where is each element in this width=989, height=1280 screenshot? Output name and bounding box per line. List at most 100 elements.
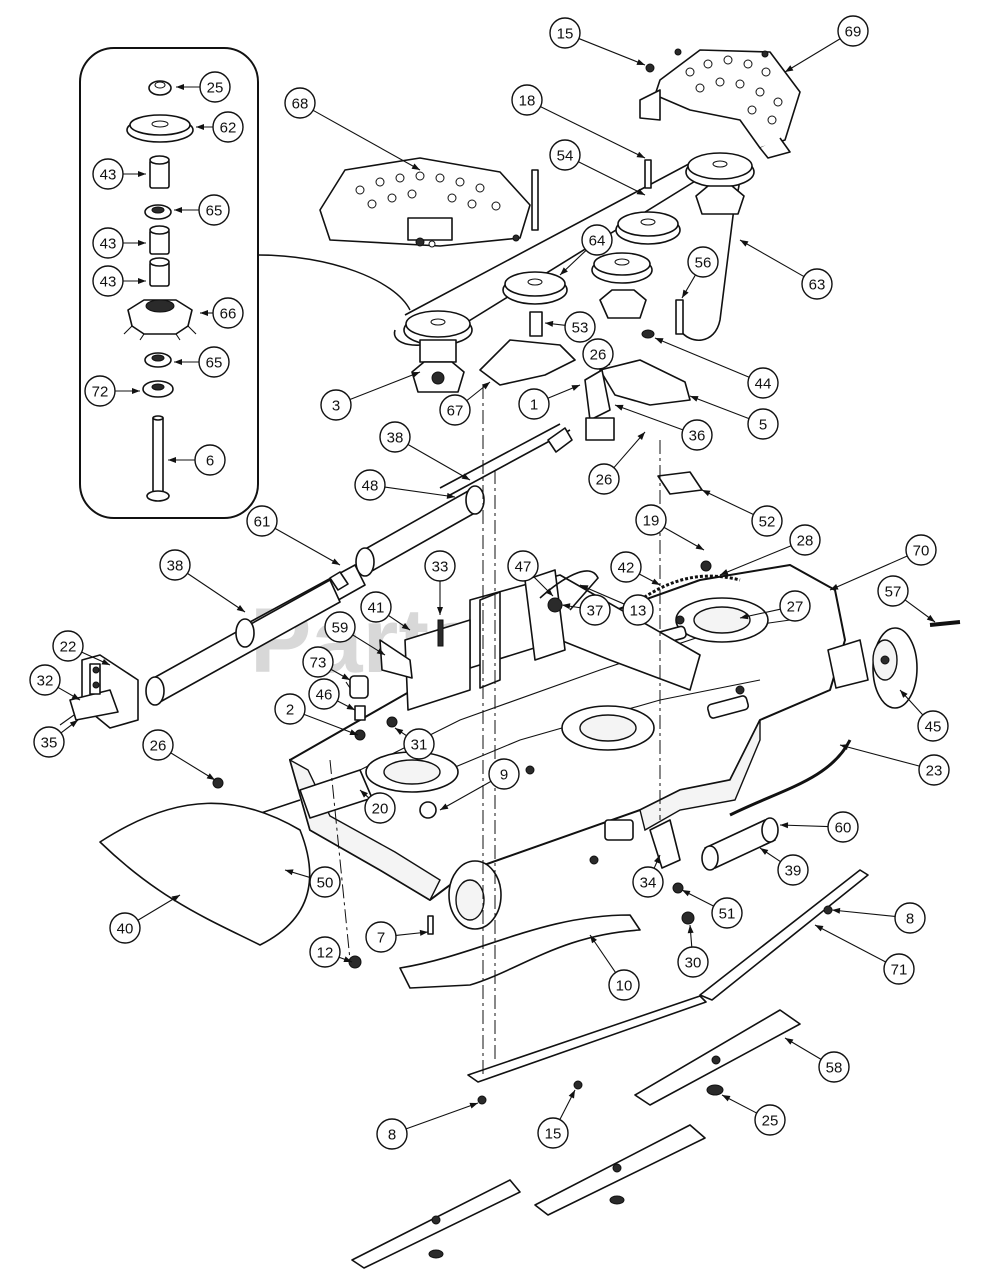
callout-number: 33	[432, 559, 449, 576]
callout-54: 54	[549, 139, 646, 196]
callout-circle	[677, 946, 709, 978]
callout-arrowhead	[349, 729, 358, 735]
callout-number: 18	[519, 93, 536, 110]
callout-number: 57	[885, 584, 902, 601]
callout-number: 71	[891, 962, 908, 979]
callout-number: 1	[530, 397, 538, 414]
callout-circle	[877, 575, 909, 607]
callout-arrowhead	[926, 614, 935, 622]
callout-number: 51	[719, 906, 736, 923]
callout-leader	[384, 486, 456, 498]
callout-8a: 8	[831, 902, 926, 934]
callout-leader	[170, 752, 216, 781]
callout-circle	[894, 902, 926, 934]
callout-8b: 8	[376, 1102, 479, 1150]
callout-circle	[424, 550, 456, 582]
callout-arrowhead	[785, 65, 794, 72]
callout-arrowhead	[545, 588, 553, 596]
callout-circle	[747, 367, 779, 399]
callout-circle	[109, 912, 141, 944]
callout-number: 48	[362, 478, 379, 495]
callout-43c: 43	[92, 265, 146, 297]
callout-leader	[578, 161, 646, 196]
callout-circle	[198, 194, 230, 226]
bolt-15b	[573, 1080, 583, 1090]
callout-70: 70	[829, 534, 937, 591]
callout-26a: 26	[582, 338, 614, 370]
callout-64: 64	[559, 224, 613, 276]
callout-arrowhead	[461, 473, 470, 480]
bolt-18-left	[531, 169, 539, 231]
spring-33	[437, 619, 444, 647]
blade-58-left	[351, 1179, 521, 1269]
callout-arrowhead	[636, 59, 645, 65]
callout-circle	[142, 729, 174, 761]
callout-number: 53	[572, 320, 589, 337]
belt-cover-right-69	[639, 48, 801, 159]
callout-number: 15	[557, 26, 574, 43]
callout-circle	[518, 388, 550, 420]
callout-circle	[681, 419, 713, 451]
callout-number: 63	[809, 277, 826, 294]
callout-number: 50	[317, 875, 334, 892]
callout-19: 19	[635, 504, 705, 551]
callout-circle	[610, 551, 642, 583]
callout-arrowhead	[176, 84, 184, 90]
callout-56: 56	[681, 246, 719, 299]
callout-number: 38	[387, 430, 404, 447]
callout-43a: 43	[92, 158, 146, 190]
nut-25b	[706, 1084, 724, 1096]
callout-arrowhead	[138, 240, 146, 246]
callout-number: 28	[797, 533, 814, 550]
callout-number: 36	[689, 428, 706, 445]
callout-circle	[360, 591, 392, 623]
bushing-37	[547, 597, 563, 613]
callout-number: 46	[316, 687, 333, 704]
callout-circle	[324, 611, 356, 643]
callout-number: 65	[206, 203, 223, 220]
callout-number: 45	[925, 719, 942, 736]
callout-arrowhead	[654, 855, 660, 864]
callout-arrowhead	[419, 929, 428, 936]
callout-number: 58	[826, 1060, 843, 1077]
callout-circle	[511, 84, 543, 116]
callout-15a: 15	[549, 17, 646, 66]
callout-number: 6	[206, 453, 214, 470]
callout-52: 52	[701, 489, 783, 537]
callout-arrowhead	[341, 673, 350, 680]
callout-number: 20	[372, 801, 389, 818]
callout-number: 54	[557, 148, 574, 165]
bolt-8b	[477, 1095, 487, 1105]
callout-number: 60	[835, 820, 852, 837]
idler-arm-36	[584, 369, 611, 421]
callout-arrowhead	[780, 822, 789, 829]
callout-number: 26	[150, 738, 167, 755]
callout-arrowhead	[101, 658, 110, 665]
callout-arrowhead	[446, 492, 455, 499]
callout-42: 42	[610, 551, 661, 586]
callout-number: 22	[60, 639, 77, 656]
callout-37: 37	[561, 594, 611, 626]
callout-circle	[199, 71, 231, 103]
callout-leader	[701, 489, 754, 516]
callout-number: 38	[167, 558, 184, 575]
callout-number: 32	[37, 673, 54, 690]
callout-9: 9	[439, 758, 520, 811]
callout-leader	[779, 824, 829, 828]
callout-arrowhead	[346, 703, 355, 710]
callout-arrowhead	[702, 490, 711, 497]
callout-circle	[212, 297, 244, 329]
inset-connector-line	[257, 254, 411, 311]
callout-arrowhead	[481, 382, 490, 390]
callout-arrowhead	[636, 151, 645, 158]
blade-58-right	[634, 1009, 801, 1106]
callout-circle	[92, 158, 124, 190]
callout-circle	[751, 505, 783, 537]
callout-27: 27	[739, 590, 811, 622]
callout-13: 13	[579, 584, 654, 626]
callout-2: 2	[274, 693, 359, 736]
callout-44: 44	[654, 337, 779, 399]
callout-arrowhead	[636, 188, 645, 195]
callout-15b: 15	[537, 1089, 576, 1149]
